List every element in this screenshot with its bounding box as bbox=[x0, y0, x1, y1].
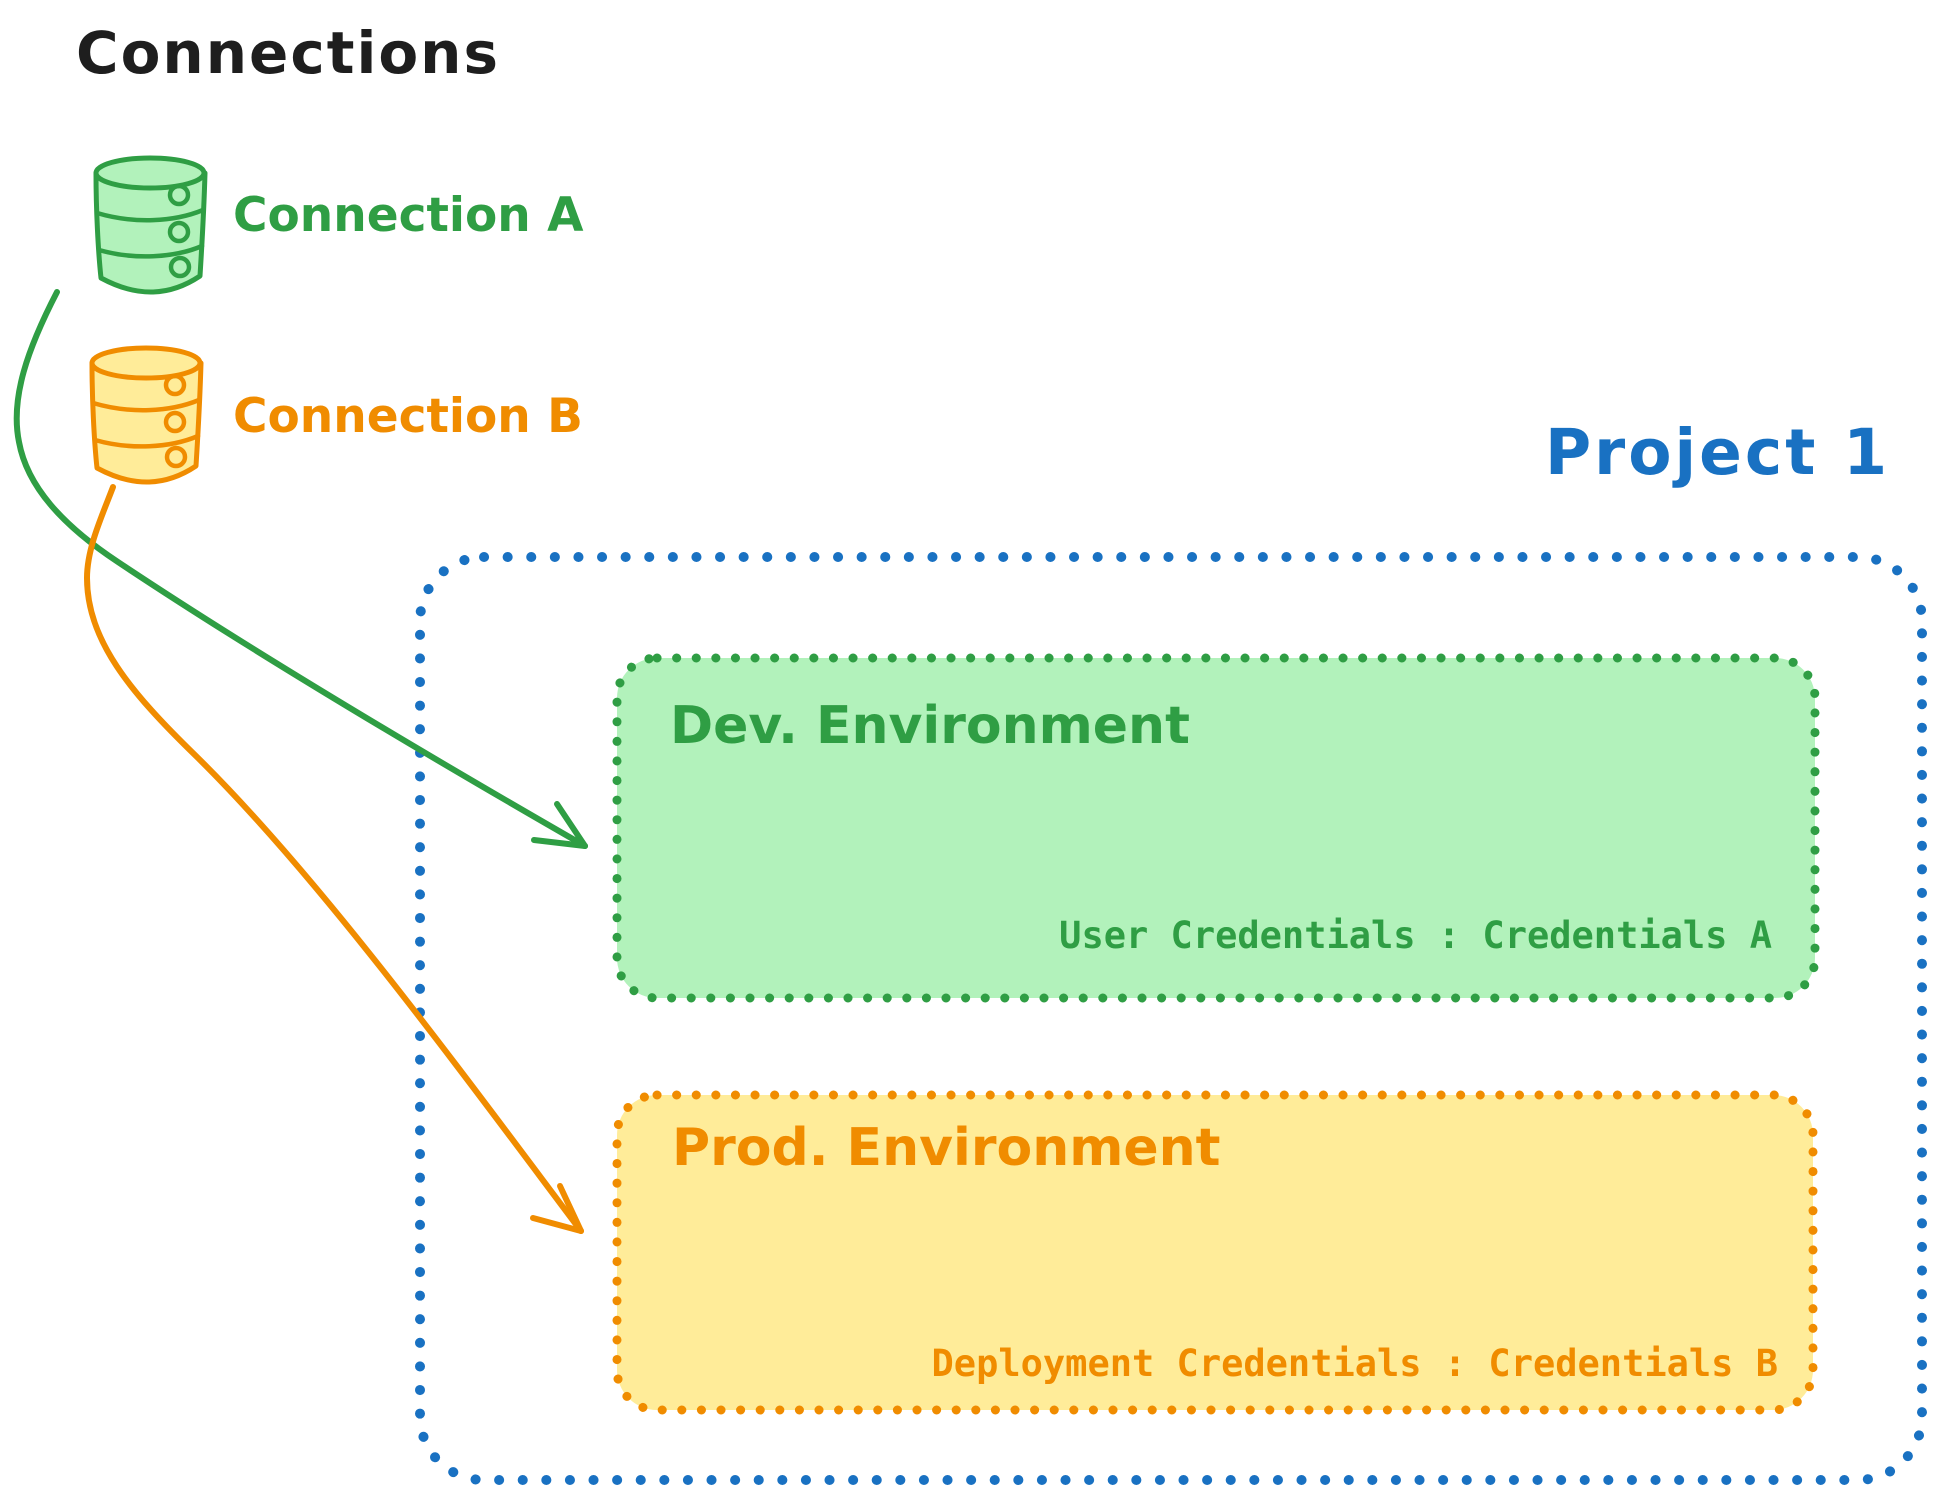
project-1-label: Project 1 bbox=[1545, 416, 1891, 489]
dev-environment-box bbox=[612, 653, 1820, 1003]
prod-environment-credentials: Deployment Credentials : Credentials B bbox=[931, 1342, 1778, 1385]
arrow-connection-a-to-dev bbox=[13, 289, 588, 849]
connection-a-label: Connection A bbox=[233, 188, 584, 243]
prod-environment-box bbox=[612, 1090, 1818, 1415]
prod-environment-title: Prod. Environment bbox=[672, 1118, 1221, 1178]
page-title: Connections bbox=[76, 19, 500, 87]
dev-environment-credentials: User Credentials : Credentials A bbox=[1059, 914, 1772, 957]
connection-b-database-icon bbox=[92, 348, 201, 483]
dev-environment-title: Dev. Environment bbox=[670, 696, 1190, 756]
arrow-connection-b-to-prod bbox=[84, 484, 584, 1234]
connection-a-database-icon bbox=[96, 158, 205, 293]
project-1-box bbox=[415, 552, 1927, 1485]
connection-b-label: Connection B bbox=[233, 389, 583, 444]
